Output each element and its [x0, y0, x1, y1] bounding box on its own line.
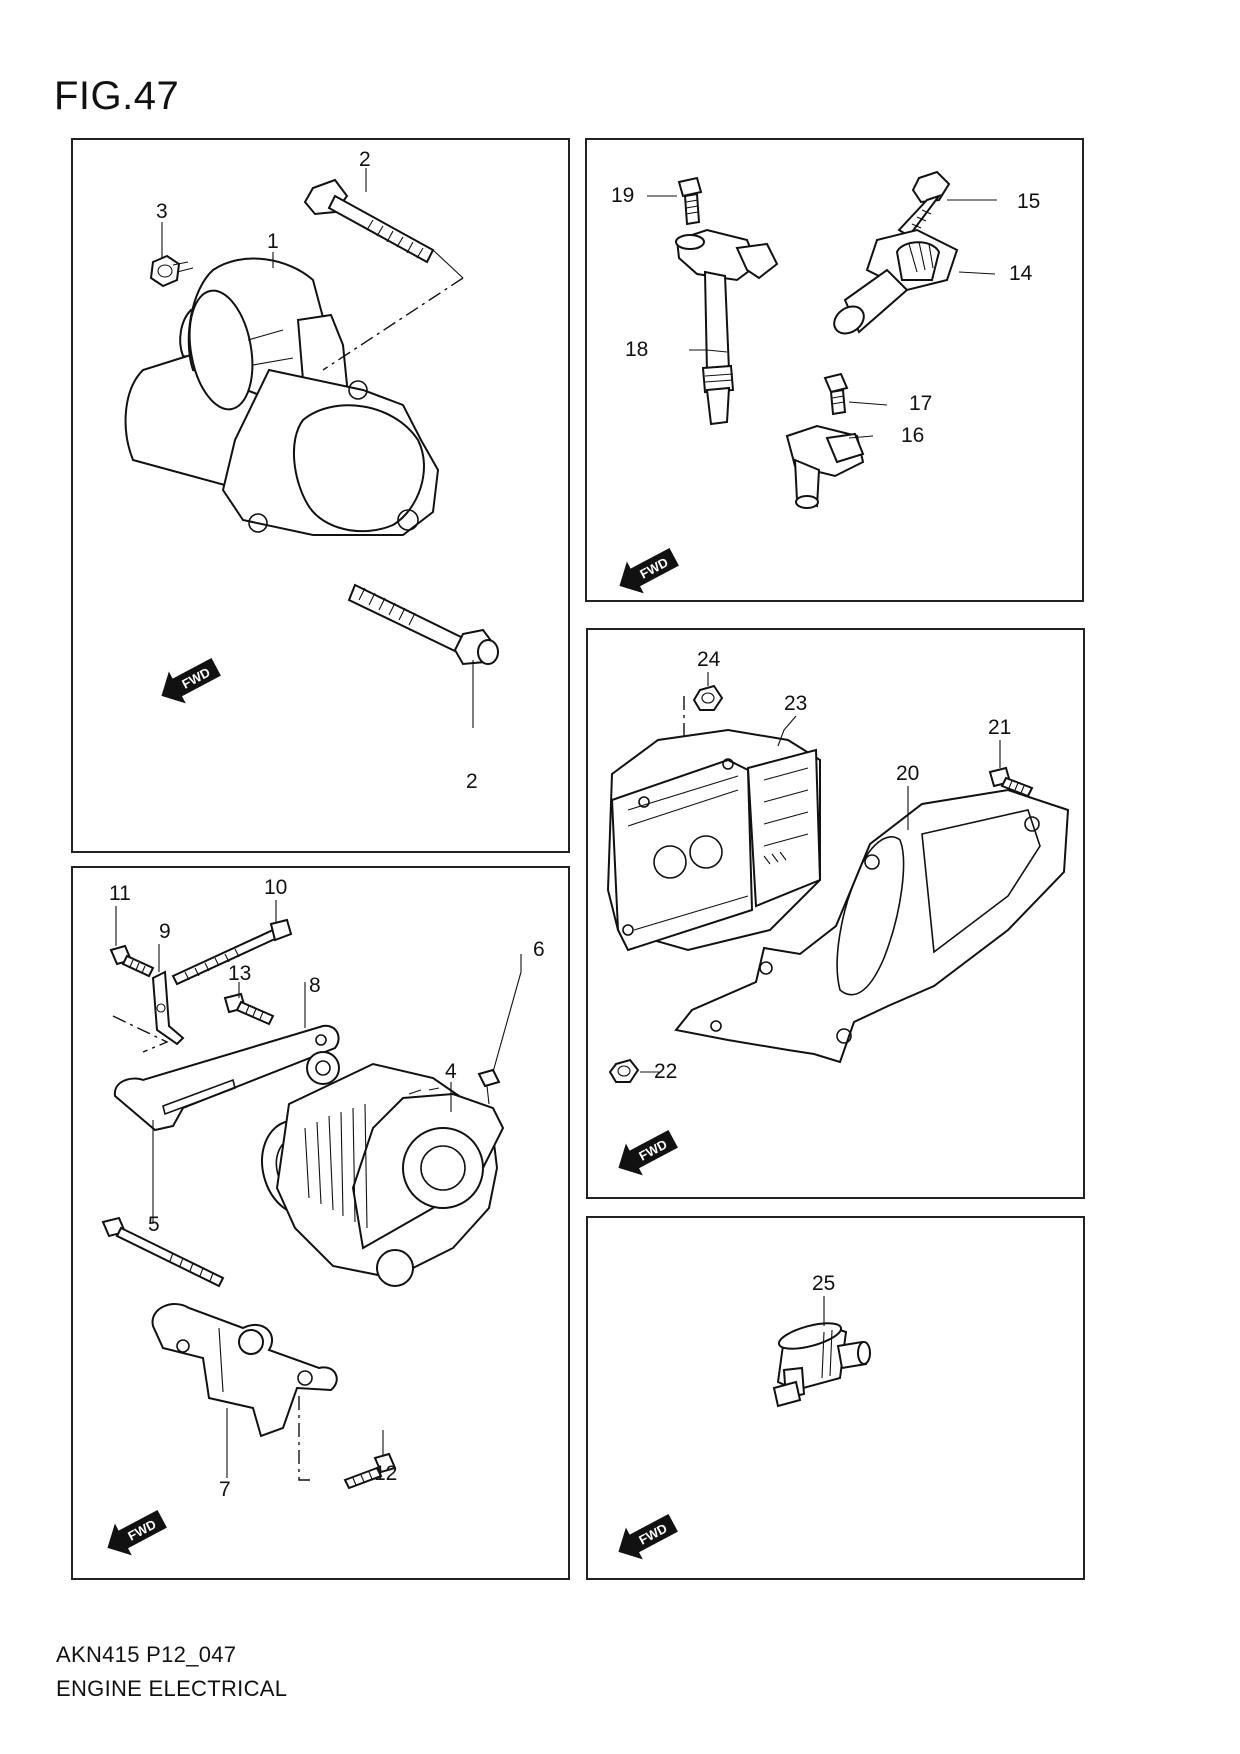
crank-position-sensor[interactable] [829, 228, 959, 339]
callout-23: 23 [784, 692, 807, 715]
ecm-diagram: 24 23 21 20 22 FWD [606, 648, 1070, 1176]
starter-motor-diagram: 2 3 1 2 FWD [124, 148, 499, 793]
starter-bolt-top[interactable] [303, 178, 435, 264]
speed-sensor-bolt[interactable] [823, 372, 849, 416]
pressure-switch-diagram: 25 FWD [618, 1272, 871, 1560]
diagram-code: AKN415 P12_047 [56, 1642, 237, 1667]
callout-24: 24 [697, 648, 721, 671]
ecm-nut-24[interactable] [692, 684, 724, 711]
adjusting-bar-8[interactable] [113, 1024, 340, 1132]
section-name: ENGINE ELECTRICAL [56, 1676, 288, 1701]
bracket-bolt-21[interactable] [988, 766, 1034, 798]
callout-5: 5 [148, 1213, 160, 1236]
oil-pressure-switch[interactable] [772, 1318, 871, 1408]
callout-11: 11 [109, 882, 131, 905]
callout-10: 10 [264, 876, 287, 899]
bracket-bolt-12[interactable] [343, 1452, 397, 1490]
sensor-panel: 19 15 14 18 16 17 FWD [585, 138, 1084, 602]
pivot-bolt-5[interactable] [101, 1216, 225, 1288]
callout-9: 9 [159, 920, 171, 943]
pressure-switch-panel: 25 FWD [586, 1216, 1085, 1580]
ecm-bracket-20[interactable] [674, 788, 1070, 1064]
callout-22: 22 [654, 1060, 677, 1083]
bracket-nut-22[interactable] [608, 1058, 640, 1083]
fwd-arrow-icon: FWD [161, 657, 221, 704]
bracket-bolt-11[interactable] [109, 944, 155, 978]
engine-control-module[interactable] [606, 728, 822, 952]
fwd-arrow-icon: FWD [619, 547, 679, 594]
callout-19: 19 [611, 184, 634, 207]
callout-20: 20 [896, 762, 919, 785]
sensor-diagram: 19 15 14 18 16 17 FWD [611, 170, 1040, 594]
callout-2: 2 [466, 770, 478, 793]
fwd-arrow-icon: FWD [107, 1509, 167, 1556]
alternator[interactable] [252, 1051, 505, 1287]
cam-sensor-bolt[interactable] [897, 170, 951, 238]
callout-8: 8 [309, 974, 321, 997]
ecm-panel: 24 23 21 20 22 FWD [586, 628, 1085, 1199]
callout-14: 14 [1009, 262, 1033, 285]
long-bolt-10[interactable] [171, 918, 293, 986]
callout-2: 2 [359, 148, 371, 171]
starter-motor-panel: 2 3 1 2 FWD [71, 138, 570, 853]
callout-7: 7 [219, 1478, 231, 1501]
fwd-arrow-icon: FWD [618, 1129, 678, 1176]
callout-13: 13 [228, 962, 251, 985]
callout-6: 6 [533, 938, 545, 961]
terminal-nut-6[interactable] [477, 1068, 501, 1105]
speed-sensor[interactable] [785, 424, 865, 509]
ignition-coil-bolt[interactable] [677, 176, 703, 226]
callout-16: 16 [901, 424, 924, 447]
alternator-diagram: 11 10 9 13 8 6 4 5 7 12 FWD [101, 876, 545, 1556]
alternator-panel: 11 10 9 13 8 6 4 5 7 12 FWD [71, 866, 570, 1580]
callout-18: 18 [625, 338, 648, 361]
callout-21: 21 [988, 716, 1011, 739]
callout-3: 3 [156, 200, 168, 223]
callout-17: 17 [909, 392, 932, 415]
callout-4: 4 [445, 1060, 457, 1083]
fwd-arrow-icon: FWD [618, 1513, 678, 1560]
starter-motor[interactable] [124, 257, 440, 536]
callout-12: 12 [374, 1462, 397, 1485]
callout-25: 25 [812, 1272, 835, 1295]
bracket-9[interactable] [151, 970, 185, 1046]
callout-15: 15 [1017, 190, 1040, 213]
starter-bolt-bottom[interactable] [347, 583, 499, 666]
figure-title: FIG.47 [54, 74, 180, 118]
callout-1: 1 [267, 230, 279, 253]
alternator-bracket-7[interactable] [151, 1303, 338, 1438]
ignition-coil[interactable] [675, 228, 779, 426]
starter-nut[interactable] [149, 254, 181, 288]
bolt-13[interactable] [223, 992, 275, 1026]
